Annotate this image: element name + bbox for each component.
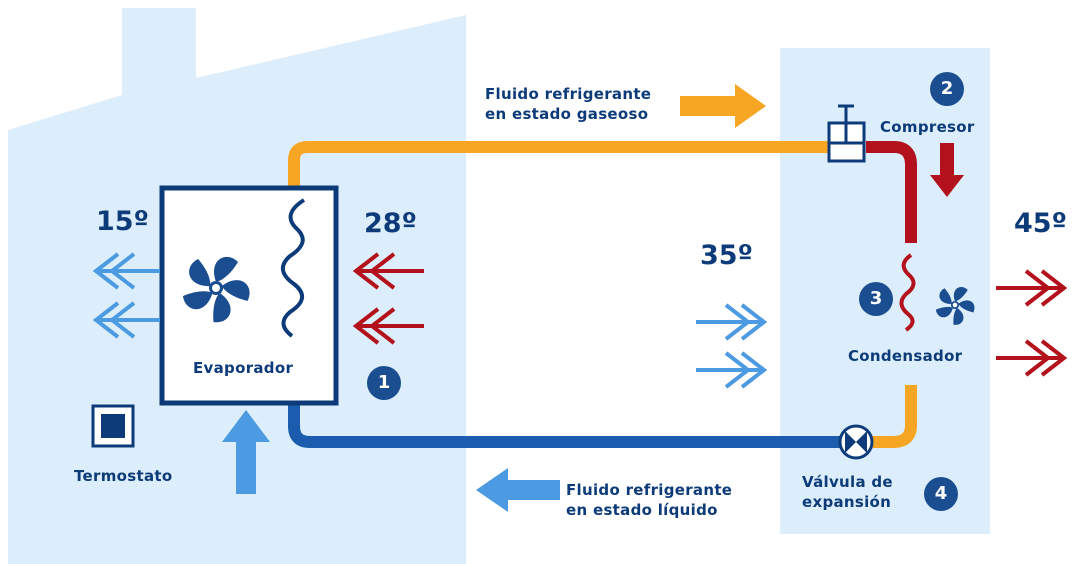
condenser-label: Condensador	[848, 347, 963, 365]
outdoor-out-temperature: 45º	[1014, 208, 1067, 239]
air-intake-up-arrow	[222, 410, 270, 494]
indoor-in-temperature: 28º	[364, 208, 417, 239]
outdoor-air-in-arrows	[696, 303, 768, 389]
condenser-coil-icon	[899, 253, 916, 332]
thermostat-icon	[91, 404, 135, 448]
liquid-condensed-pipe	[872, 385, 917, 448]
compressor-icon	[827, 104, 866, 163]
liquid-fluid-label: Fluido refrigerante en estado líquido	[566, 481, 733, 519]
hot-pipe	[866, 141, 917, 243]
thermostat-label: Termostato	[74, 467, 173, 485]
gas-pipe	[288, 141, 848, 186]
step-badge-2: 2	[930, 72, 964, 106]
indoor-out-temperature: 15º	[96, 206, 149, 237]
gas-fluid-label: Fluido refrigerante en estado gaseoso	[485, 85, 652, 123]
step-badge-1: 1	[367, 366, 401, 400]
compressor-label: Compresor	[880, 118, 975, 136]
expansion-valve-icon	[838, 424, 874, 460]
expansion-valve-label: Válvula de expansión	[802, 473, 893, 511]
liquid-pipe	[288, 404, 840, 448]
evaporator-label: Evaporador	[193, 359, 294, 377]
cold-air-out-arrows	[92, 252, 160, 339]
compressor-down-arrow	[930, 143, 964, 197]
outdoor-in-temperature: 35º	[700, 240, 753, 271]
evaporator-fan-icon	[182, 256, 250, 323]
condenser-fan-icon	[935, 286, 975, 325]
step-badge-3: 3	[859, 282, 893, 316]
evaporator-coil-icon	[281, 198, 306, 338]
warm-air-in-arrows	[352, 252, 424, 345]
gas-direction-arrow	[680, 84, 766, 128]
hot-air-out-arrows	[996, 269, 1068, 377]
liquid-direction-arrow	[476, 468, 560, 512]
step-badge-4: 4	[924, 477, 958, 511]
